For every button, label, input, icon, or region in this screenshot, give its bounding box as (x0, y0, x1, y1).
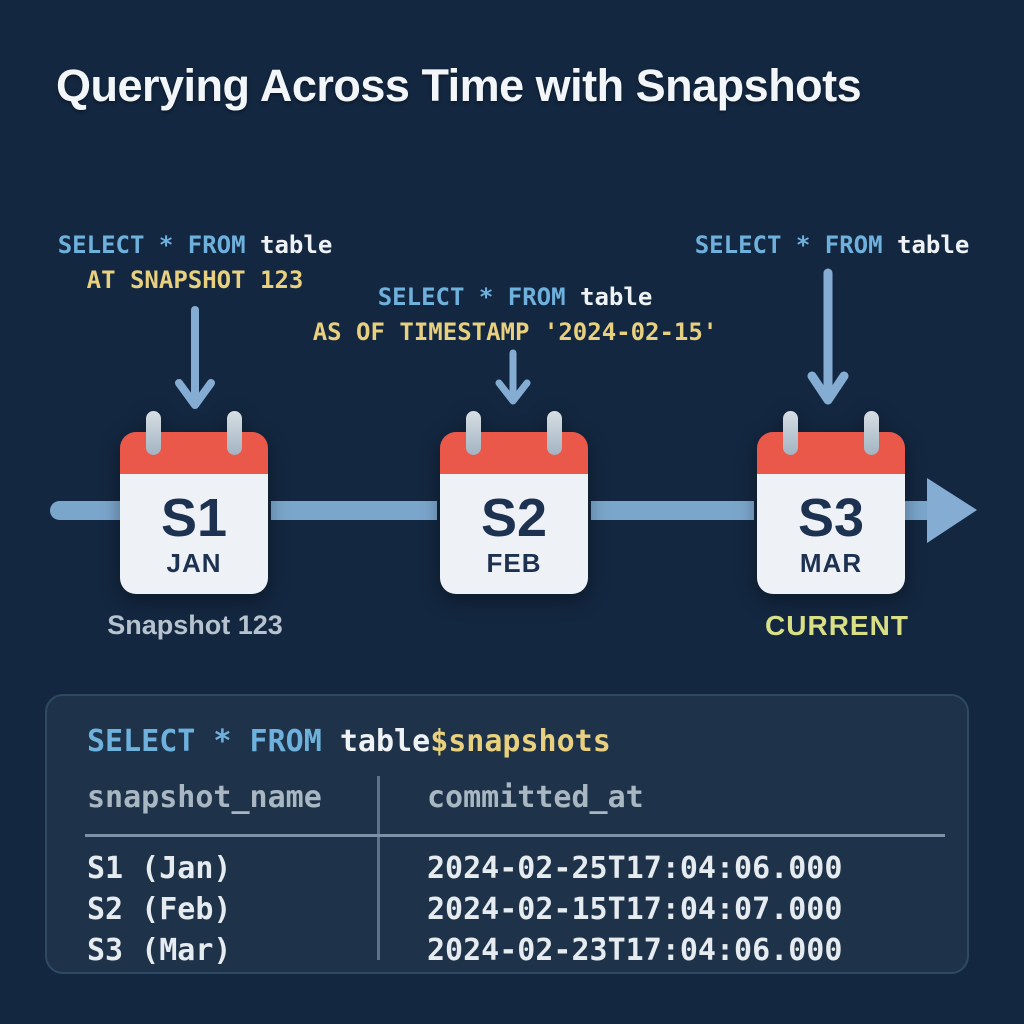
timeline-segment (591, 501, 754, 520)
sql-keyword: SELECT * FROM (694, 231, 883, 259)
column-divider (377, 776, 380, 960)
snapshot-month: FEB (486, 547, 542, 578)
committed-at-cell: 2024-02-23T17:04:06.000 (427, 933, 843, 968)
current-label: CURRENT (765, 610, 909, 641)
timeline-arrow-icon (903, 478, 977, 543)
query-line-1: SELECT * FROM table (672, 228, 992, 263)
query-annotation-current: SELECT * FROM table (672, 228, 992, 263)
calendar-ring-icon (227, 411, 242, 455)
query-annotation-timestamp: SELECT * FROM table AS OF TIMESTAMP '202… (300, 280, 730, 350)
down-arrow-icon (175, 306, 215, 409)
query-line-2: AS OF TIMESTAMP '2024-02-15' (312, 318, 718, 346)
table-header-row: snapshot_name committed_at (87, 780, 927, 815)
table-body: S1 (Jan) 2024-02-25T17:04:06.000 S2 (Feb… (87, 848, 927, 971)
snapshot-id: S2 (480, 487, 548, 548)
snapshot-123-label: Snapshot 123 (107, 610, 283, 640)
snapshot-calendar-s3: S3 MAR (757, 411, 905, 594)
down-arrow-icon (495, 349, 531, 405)
sql-keyword: SELECT * FROM (57, 231, 246, 259)
calendar-header (440, 432, 588, 474)
timeline-segment (271, 501, 437, 520)
timeline-segment (50, 501, 122, 520)
snapshots-query: SELECT * FROM table$snapshots (87, 724, 611, 759)
down-arrow-icon (807, 268, 849, 405)
query-line-1: SELECT * FROM table (300, 280, 730, 315)
snapshot-calendar-s1: S1 JAN (120, 411, 268, 594)
sql-table-name: table (897, 231, 970, 259)
calendar-ring-icon (146, 411, 161, 455)
snapshots-table-panel: SELECT * FROM table$snapshots snapshot_n… (45, 694, 969, 974)
snapshot-id: S3 (797, 487, 865, 548)
calendar-ring-icon (783, 411, 798, 455)
calendar-header (757, 432, 905, 474)
table-row: S1 (Jan) 2024-02-25T17:04:06.000 (87, 848, 927, 889)
header-underline (85, 834, 945, 837)
query-line-1: SELECT * FROM table (30, 228, 360, 263)
committed-at-cell: 2024-02-25T17:04:06.000 (427, 851, 843, 886)
snapshot-name-cell: S1 (Jan) (87, 851, 232, 886)
table-row: S2 (Feb) 2024-02-15T17:04:07.000 (87, 889, 927, 930)
table-row: S3 (Mar) 2024-02-23T17:04:06.000 (87, 930, 927, 971)
page-title: Querying Across Time with Snapshots (56, 60, 862, 111)
snapshot-calendar-s2: S2 FEB (440, 411, 588, 594)
calendar-body: S3 MAR (757, 474, 905, 594)
snapshot-month: MAR (799, 547, 863, 578)
query-line-2: AT SNAPSHOT 123 (86, 266, 304, 294)
snapshot-month: JAN (166, 547, 222, 578)
calendar-ring-icon (466, 411, 481, 455)
calendar-body: S1 JAN (120, 474, 268, 594)
sql-table-name: table (339, 724, 431, 759)
snapshot-id: S1 (160, 487, 228, 548)
column-header-committed-at: committed_at (427, 780, 644, 815)
query-annotation-snapshot: SELECT * FROM table AT SNAPSHOT 123 (30, 228, 360, 298)
sql-metadata-suffix: $snapshots (430, 724, 611, 759)
column-header-snapshot-name: snapshot_name (87, 780, 322, 815)
snapshot-name-cell: S3 (Mar) (87, 933, 232, 968)
sql-keyword: SELECT * FROM (377, 283, 566, 311)
calendar-header (120, 432, 268, 474)
calendar-body: S2 FEB (440, 474, 588, 594)
sql-table-name: table (580, 283, 653, 311)
committed-at-cell: 2024-02-15T17:04:07.000 (427, 892, 843, 927)
calendar-ring-icon (547, 411, 562, 455)
sql-table-name: table (260, 231, 333, 259)
snapshot-name-cell: S2 (Feb) (87, 892, 232, 927)
sql-keyword: SELECT * FROM (87, 724, 322, 759)
calendar-ring-icon (864, 411, 879, 455)
